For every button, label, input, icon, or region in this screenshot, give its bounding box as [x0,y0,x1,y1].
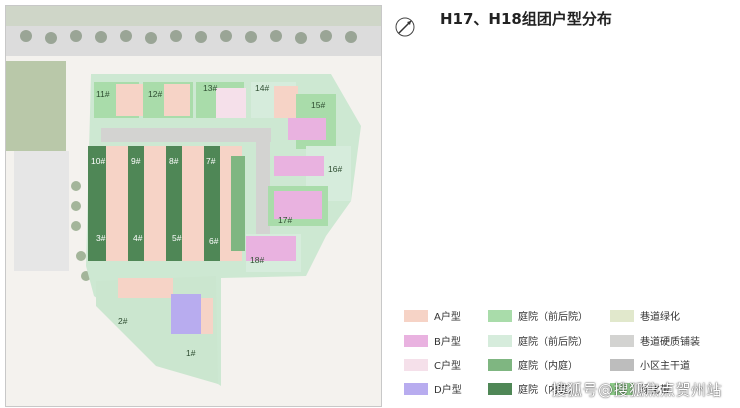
building-label-12: 12# [148,89,162,99]
legend-label: 小区主干道 [640,361,690,372]
building-label-8: 8# [169,156,179,166]
south-units [118,278,213,334]
legend-label: C户型 [434,361,461,372]
legend-item-alley-green: 巷道绿化 [610,308,680,323]
watermark: 搜狐号@搜狐焦点贺州站 [551,381,722,399]
building-label-3: 3# [96,233,106,243]
left-green [6,61,66,151]
legend-swatch [488,358,512,371]
street-trees [20,30,357,44]
building-label-15: 15# [311,100,325,110]
building-label-11: 11# [96,89,110,99]
legend-swatch [610,358,634,371]
building-label-4: 4# [133,233,143,243]
legend-label: B户型 [434,337,461,348]
legend-label: 庭院（内庭） [518,385,578,396]
legend-item-b: B户型 [404,333,461,348]
legend-item-yard-front-back-2: 庭院（前后院） [488,333,588,348]
building-label-13: 13# [203,83,217,93]
legend-item-alley-paving: 巷道硬质铺装 [610,333,700,348]
legend-swatch [610,382,634,395]
legend-item-main-road: 小区主干道 [610,357,690,372]
legend-item-a: A户型 [404,308,461,323]
legend-label: 庭院（前后院） [518,337,588,348]
internal-road [101,128,271,142]
legend-swatch [488,309,512,322]
legend-label: 庭院（前后院） [518,312,588,323]
building-label-7: 7# [206,156,216,166]
building-label-17: 17# [278,215,292,225]
legend-item-inner-court-1: 庭院（内庭） [488,357,578,372]
top-green-strip [6,6,381,26]
legend-label: 巷道绿化 [640,312,680,323]
legend-item-green-belt: 绿化带 [610,381,670,396]
page-title: H17、H18组团户型分布 [440,10,612,28]
legend-label: D户型 [434,385,462,396]
site-plan-map: 11# 12# 13# 14# 15# 10# 9# 8# 7# 16# 17#… [5,5,382,407]
legend-swatch [404,334,428,347]
legend-swatch [610,334,634,347]
legend-swatch [404,382,428,395]
legend-swatch [488,334,512,347]
building-label-6: 6# [209,236,219,246]
legend-swatch [488,382,512,395]
building-label-2: 2# [118,316,128,326]
east-units [246,94,351,272]
building-label-10: 10# [91,156,105,166]
legend-item-c: C户型 [404,357,461,372]
main-road [6,26,381,56]
building-label-5: 5# [172,233,182,243]
legend-swatch [404,309,428,322]
legend-label: A户型 [434,312,461,323]
site-plan-svg: 11# 12# 13# 14# 15# 10# 9# 8# 7# 16# 17#… [6,6,381,386]
legend-item-d: D户型 [404,381,462,396]
central-units [88,146,245,261]
left-neighbor-lots [14,151,69,271]
legend-label: 庭院（内庭） [518,361,578,372]
building-label-14: 14# [255,83,269,93]
building-label-1: 1# [186,348,196,358]
legend-item-yard-front-back-1: 庭院（前后院） [488,308,588,323]
legend-item-inner-court-2: 庭院（内庭） [488,381,578,396]
north-row-units [94,82,298,118]
legend-label: 绿化带 [640,385,670,396]
building-label-9: 9# [131,156,141,166]
compass-icon [394,16,416,42]
building-label-16: 16# [328,164,342,174]
legend: A户型 B户型 C户型 D户型 庭院（前后院） 庭院（前后院） 庭院（内庭） 庭… [400,306,730,406]
legend-swatch [610,309,634,322]
building-label-18: 18# [250,255,264,265]
legend-label: 巷道硬质铺装 [640,337,700,348]
legend-swatch [404,358,428,371]
